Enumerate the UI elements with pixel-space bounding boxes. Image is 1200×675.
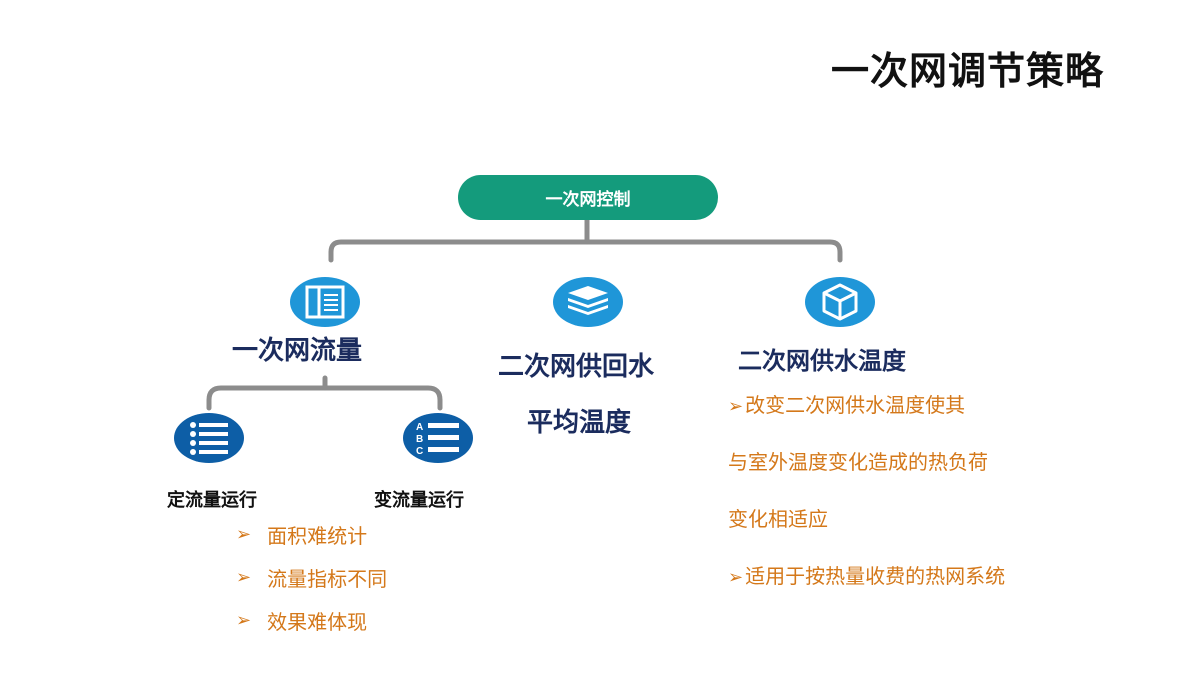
supply-desc-line-3: 变化相适应 [728, 507, 828, 531]
arrow-bullet-icon: ➢ [728, 396, 744, 417]
root-node: 一次网控制 [458, 175, 718, 220]
branch-return-temp-label-1: 二次网供回水 [498, 352, 655, 382]
arrow-bullet-icon: ➢ [236, 567, 252, 588]
cube-icon [805, 277, 875, 327]
book-icon [290, 277, 360, 327]
svg-text:A: A [416, 422, 423, 433]
supply-desc-line-2: 与室外温度变化造成的热负荷 [728, 450, 988, 474]
arrow-bullet-icon: ➢ [236, 524, 252, 545]
page-title: 一次网调节策略 [830, 49, 1104, 93]
arrow-bullet-icon: ➢ [236, 610, 252, 631]
arrow-bullet-icon: ➢ [728, 567, 744, 588]
list-item: ➢流量指标不同 [236, 567, 388, 591]
supply-desc-line-4: ➢适用于按热量收费的热网系统 [728, 564, 1006, 588]
branch-flow-label: 一次网流量 [232, 336, 363, 366]
child-variable-flow-label: 变流量运行 [374, 490, 464, 511]
list-icon [174, 413, 244, 463]
branch-supply-temp-label: 二次网供水温度 [738, 347, 906, 375]
svg-text:B: B [416, 434, 423, 445]
list-item: ➢效果难体现 [236, 610, 368, 634]
flow-notes-list: ➢面积难统计 ➢流量指标不同 ➢效果难体现 [236, 513, 387, 642]
svg-text:C: C [416, 446, 423, 456]
supply-desc-line-1: ➢改变二次网供水温度使其 [728, 393, 966, 417]
sub-connector [206, 385, 443, 411]
branch-return-temp-label-2: 平均温度 [527, 408, 632, 438]
list-item: ➢面积难统计 [236, 524, 368, 548]
top-connector [328, 239, 843, 263]
layers-icon [553, 277, 623, 327]
child-fixed-flow-label: 定流量运行 [167, 490, 257, 511]
